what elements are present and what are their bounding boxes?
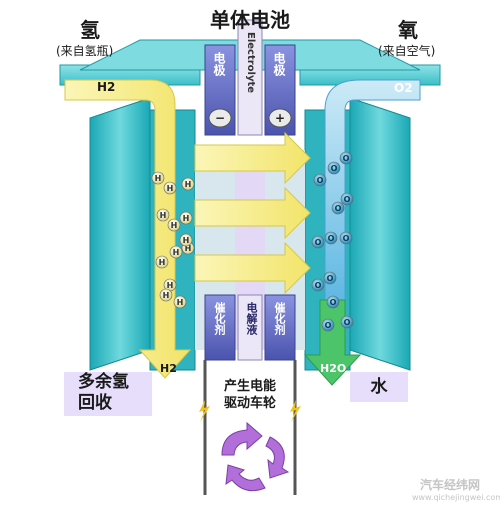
hydrogen-label: 氢 xyxy=(80,18,100,42)
terminal-pos-sign: + xyxy=(275,111,285,125)
terminal-left xyxy=(208,108,232,128)
hydrogen-atom-label: H xyxy=(183,236,190,245)
oxygen-atom xyxy=(339,231,353,245)
hydrogen-atom xyxy=(163,181,177,195)
hydrogen-atom xyxy=(155,255,169,269)
hydrogen-atom-label: H xyxy=(173,248,180,257)
terminal-neg-sign: − xyxy=(215,111,225,125)
h2o-outlet-arrow xyxy=(303,299,362,386)
hydrogen-atom xyxy=(156,208,170,222)
oxygen-atom xyxy=(331,201,345,215)
hydrogen-atom xyxy=(167,218,181,232)
o2-formula: O2 xyxy=(394,81,413,95)
electrode-right-label: 电极 xyxy=(272,52,286,76)
oxygen-atom-label: O xyxy=(328,234,335,243)
hydrogen-atom-label: H xyxy=(160,211,167,220)
h2-formula: H2 xyxy=(97,80,116,94)
oxygen-source: (来自空气) xyxy=(378,44,436,58)
oxygen-atom-label: O xyxy=(343,234,350,243)
oxygen-atom-label: O xyxy=(331,164,338,173)
catalyst-plate-right xyxy=(264,294,296,361)
hydrogen-atom-label: H xyxy=(185,180,192,189)
hydrogen-atom xyxy=(179,233,193,247)
hydrogen-atom-label: H xyxy=(159,258,166,267)
hydrogen-atom-label: H xyxy=(167,281,174,290)
oxygen-atom xyxy=(340,315,354,329)
oxygen-label: 氧 xyxy=(398,18,418,42)
hydrogen-atom-label: H xyxy=(155,174,162,183)
hydrogen-atom xyxy=(159,288,173,302)
spark-right-icon xyxy=(290,400,301,422)
watermark-brand: 汽车经纬网 xyxy=(420,478,481,492)
oxygen-atom xyxy=(323,271,337,285)
oxygen-atom-label: O xyxy=(344,195,351,204)
oxygen-atom-label: O xyxy=(343,154,350,163)
hydrogen-atom-label: H xyxy=(167,184,174,193)
electrolyte-top-label: Electrolyte xyxy=(245,32,256,94)
oxygen-atom xyxy=(311,235,325,249)
oxygen-atom-label: O xyxy=(325,321,332,330)
oxygen-atom xyxy=(324,231,338,245)
catalyst-right-label: 催化剂 xyxy=(273,302,286,335)
hydrogen-atom xyxy=(173,295,187,309)
hydrogen-atom xyxy=(181,177,195,191)
proton-arrows xyxy=(194,131,311,295)
oxygen-atom-label: O xyxy=(335,204,342,213)
electrolyte-plate xyxy=(237,19,263,136)
oxygen-atom xyxy=(321,318,335,332)
h2-inlet-arrow xyxy=(64,79,192,379)
spark-left-icon xyxy=(199,400,210,422)
oxygen-atom-label: O xyxy=(315,281,322,290)
left-block xyxy=(89,97,151,371)
hydrogen-recycle-label: 多余氢 回收 xyxy=(64,372,152,416)
oxygen-atom xyxy=(326,295,340,309)
catalyst-plate-left xyxy=(204,294,236,361)
right-block xyxy=(349,97,411,371)
electrode-left-label: 电极 xyxy=(212,52,226,76)
oxygen-atom xyxy=(339,151,353,165)
hydrogen-atom-label: H xyxy=(163,291,170,300)
oxygen-atom-label: O xyxy=(330,298,337,307)
terminal-right xyxy=(268,108,292,128)
oxygen-atom-label: O xyxy=(317,176,324,185)
h2-outlet-label: H2 xyxy=(160,362,177,375)
hydrogen-atom-label: H xyxy=(185,244,192,253)
hydrogen-atom xyxy=(151,171,165,185)
hydrogen-atom xyxy=(179,211,193,225)
h2o-outlet-label: H2O xyxy=(320,362,347,375)
recycle-cycle-icon xyxy=(221,421,290,492)
watermark-url: www.qichejingwei.com xyxy=(412,493,500,502)
oxygen-atom xyxy=(340,192,354,206)
electrolyte-bottom-label: 电解液 xyxy=(245,302,258,335)
catalyst-left-label: 催化剂 xyxy=(213,302,226,335)
oxygen-atom-label: O xyxy=(344,318,351,327)
hydrogen-atom xyxy=(169,245,183,259)
hydrogen-atom-label: H xyxy=(177,298,184,307)
electrolyte-bottom-plate xyxy=(237,294,263,361)
hydrogen-source: (来自氢瓶) xyxy=(56,44,114,58)
oxygen-atom xyxy=(327,161,341,175)
hydrogen-atom-label: H xyxy=(171,221,178,230)
oxygen-atom xyxy=(313,173,327,187)
diagram-title: 单体电池 xyxy=(210,8,290,32)
oxygen-atom-label: O xyxy=(327,274,334,283)
hydrogen-atom-label: H xyxy=(183,214,190,223)
oxygen-atom-label: O xyxy=(315,238,322,247)
electrolyte-top-wrap: Electrolyte xyxy=(243,32,257,127)
power-label: 产生电能 驱动车轮 xyxy=(212,378,288,412)
oxygen-atom xyxy=(311,278,325,292)
water-label: 水 xyxy=(350,372,408,402)
